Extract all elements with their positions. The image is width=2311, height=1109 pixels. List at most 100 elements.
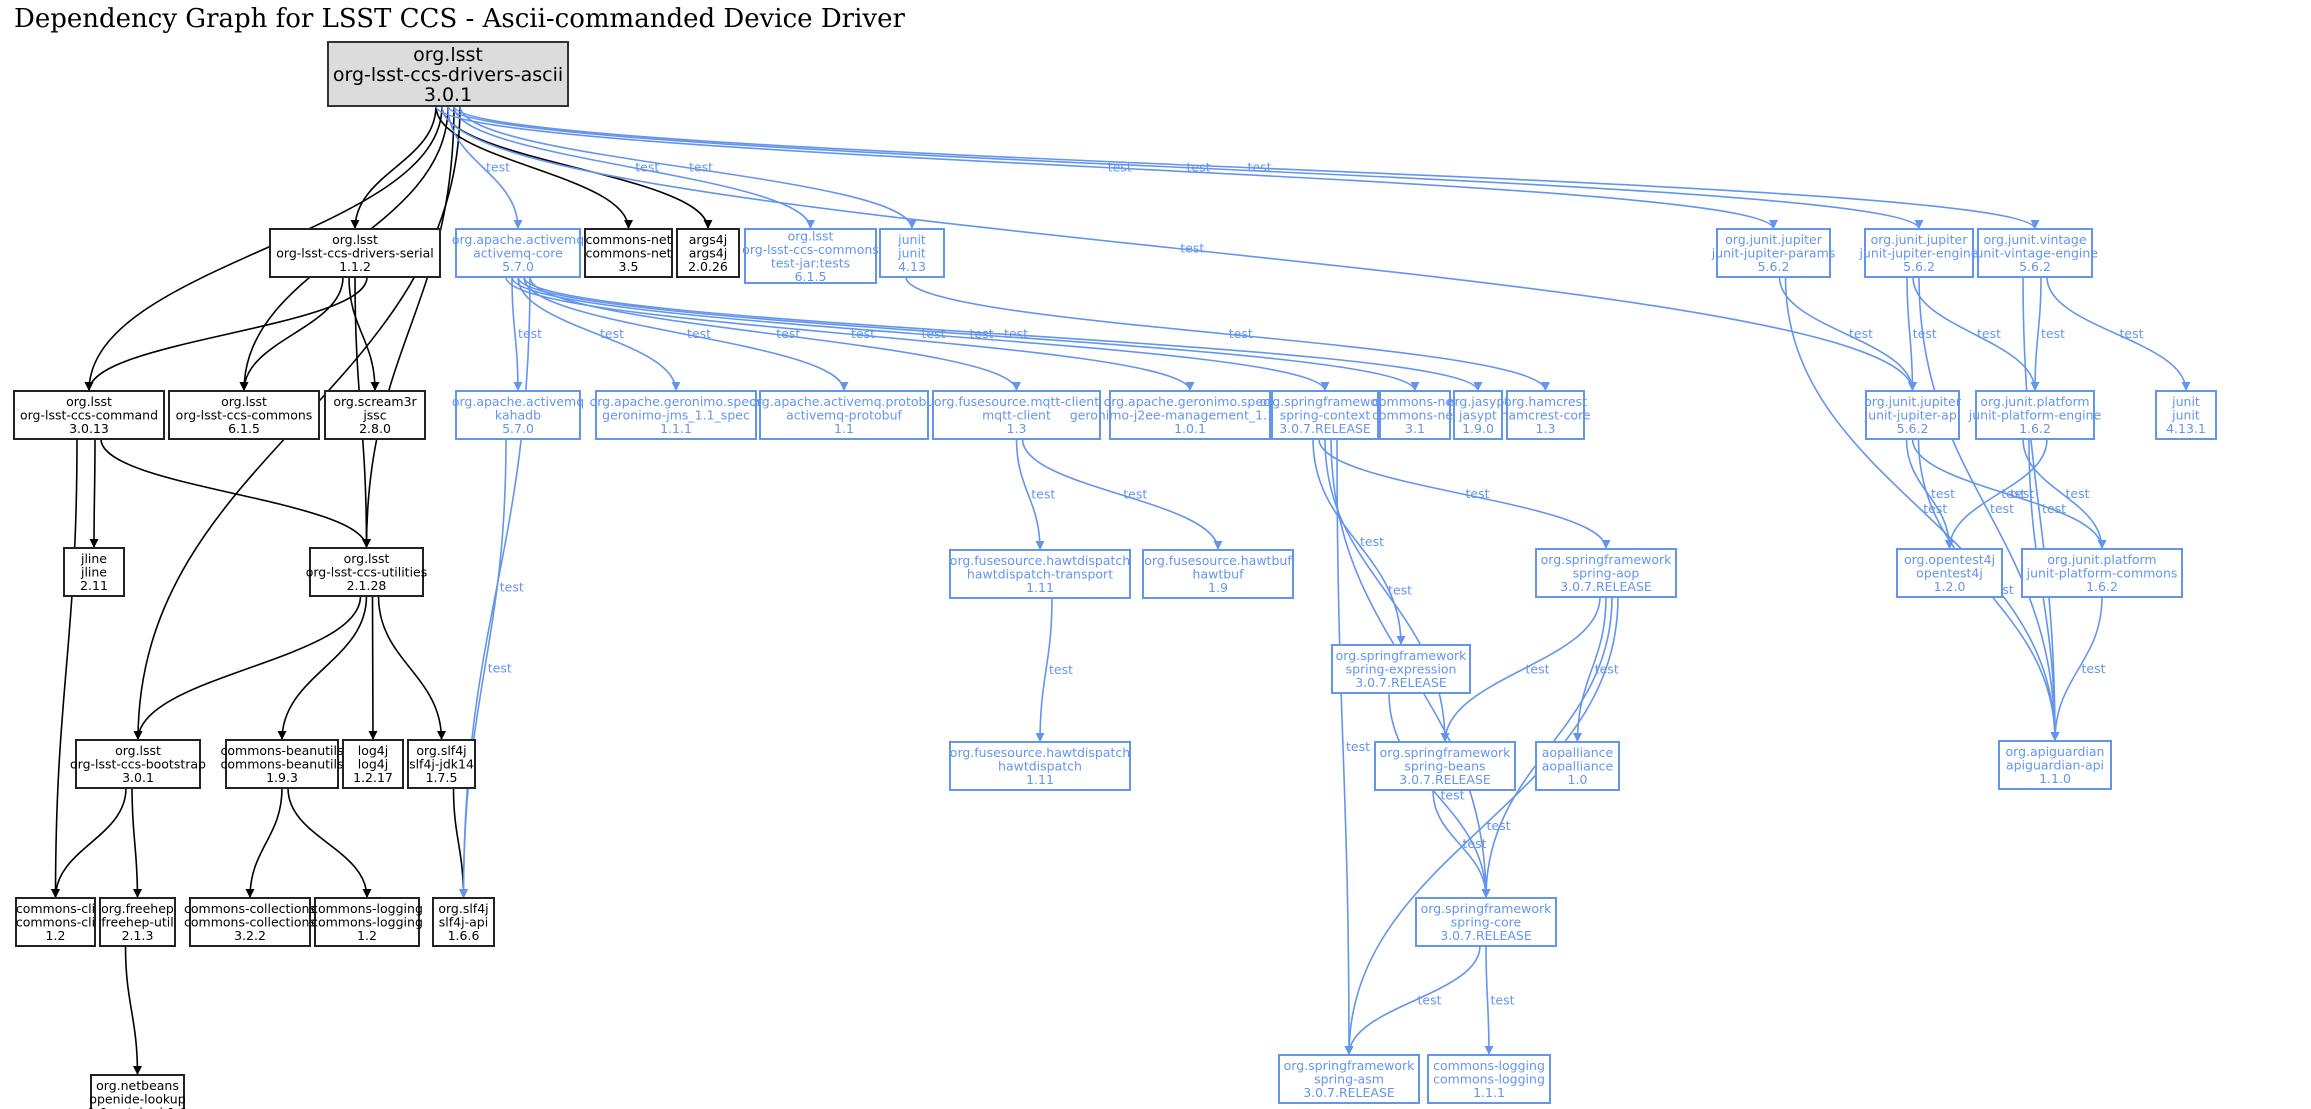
node-hdtransport[interactable]: org.fusesource.hawtdispatchhawtdispatch-… [949,549,1131,599]
node-artifact: commons-collections [184,915,316,930]
graph-title: Dependency Graph for LSST CCS - Ascii-co… [14,4,905,34]
edge-line [348,276,380,392]
node-box [309,547,424,597]
node-version: 1.6.6 [448,928,480,943]
edge-label: test [1187,160,1211,175]
node-box [1896,548,2003,598]
node-commonstests[interactable]: org.lsstorg-lsst-ccs-commonstest-jar:tes… [742,228,879,284]
node-group: org.springframework [1421,901,1552,916]
edge-line [435,105,633,230]
node-group: commons-logging [1433,1058,1545,1073]
node-group: commons-collections [184,901,316,916]
edge-params-to-apiguardian: test [1784,276,2060,742]
node-pcommons[interactable]: org.junit.platformjunit-platform-commons… [2021,548,2183,598]
node-box [189,897,311,947]
node-params[interactable]: org.junit.jupiterjunit-jupiter-params5.6… [1711,228,1836,278]
node-vengine[interactable]: org.junit.vintagejunit-vintage-engine5.6… [1971,228,2098,278]
node-group: org.junit.vintage [1983,232,2086,247]
node-asm[interactable]: org.springframeworkspring-asm3.0.7.RELEA… [1278,1054,1420,1104]
node-artifact: commons-net [1372,408,1458,423]
node-version: 2.1.3 [122,928,154,943]
edge-root-to-command [84,105,443,392]
edge-line [1905,438,1954,550]
node-core[interactable]: org.springframeworkspring-core3.0.7.RELE… [1415,897,1557,947]
node-protobuf[interactable]: org.apache.activemq.protobufactivemq-pro… [749,390,939,440]
edge-aop-to-beans: test [1440,596,1601,743]
node-jengine[interactable]: org.junit.jupiterjunit-jupiter-engine5.6… [1858,228,1979,278]
node-group: log4j [358,743,388,758]
node-pengine[interactable]: org.junit.platformjunit-platform-engine1… [1968,390,2102,440]
edge-root-to-jengine: test [447,105,1924,230]
edge-serial-to-commons [239,276,344,392]
node-version: 1.9.0 [1462,421,1494,436]
node-j2ee[interactable]: org.apache.geronimo.specsgeronimo-j2ee-m… [1070,390,1311,440]
node-box [2155,390,2217,440]
node-aop[interactable]: org.springframeworkspring-aop3.0.7.RELEA… [1535,548,1677,598]
edge-label: test [1108,160,1132,175]
edge-utilities-to-slf4jjdk [377,595,446,741]
node-group: junit [2171,394,2200,409]
node-artifact: jssc [362,408,386,423]
edge-expression-to-core: test [1388,692,1491,899]
node-expression[interactable]: org.springframeworkspring-expression3.0.… [1331,644,1471,694]
node-artifact: activemq-core [473,246,563,261]
edge-line [84,276,368,392]
node-collections[interactable]: commons-collectionscommons-collections3.… [184,897,316,947]
edge-label: test [500,580,524,595]
node-context[interactable]: org.springframeworkspring-context3.0.7.R… [1260,390,1391,440]
node-beans[interactable]: org.springframeworkspring-beans3.0.7.REL… [1374,741,1516,791]
edge-line [1336,438,1354,1056]
edge-slf4jjdk-to-slf4japi [452,787,468,899]
edge-line [1784,276,2060,742]
node-jms[interactable]: org.apache.geronimo.specsgeronimo-jms_1.… [590,390,763,440]
node-artifact: jline [80,565,107,580]
node-artifact: commons-logging [311,915,423,930]
node-group: org.fusesource.mqtt-client [934,394,1099,409]
edge-label: test [1418,993,1442,1008]
node-box [879,228,945,278]
edge-mqtt-to-hawtbuf: test [1021,438,1223,551]
edge-line [245,787,283,899]
edge-label: test [1595,662,1619,677]
node-box [1975,390,2095,440]
node-openide[interactable]: org.netbeansopenide-lookup1.9-patched-1.… [88,1074,188,1109]
edge-line [1906,276,1917,392]
node-group: org.junit.jupiter [1871,232,1969,247]
edge-line [2050,596,2103,742]
edge-label: test [2001,486,2025,501]
edge-root-to-utilities [362,105,455,549]
node-hawtdispatch[interactable]: org.fusesource.hawtdispatchhawtdispatch1… [949,741,1131,791]
node-group: org.apache.geronimo.specs [1104,394,1277,409]
